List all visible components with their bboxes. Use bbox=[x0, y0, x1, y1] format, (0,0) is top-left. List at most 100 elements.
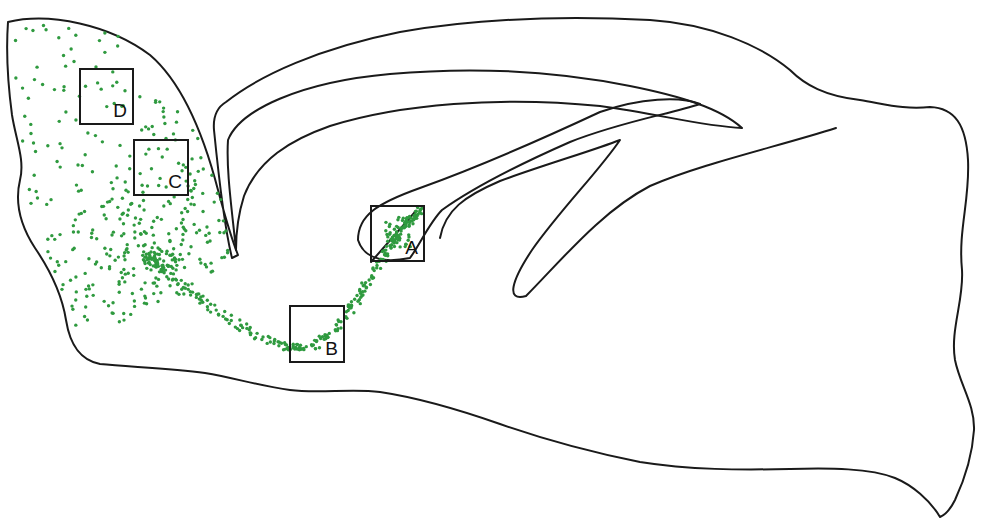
cell-dot bbox=[358, 298, 361, 301]
cell-dot bbox=[86, 131, 89, 134]
cell-dot bbox=[183, 266, 186, 269]
cell-dot bbox=[155, 259, 158, 262]
cell-dot bbox=[206, 308, 209, 311]
lateral-ventricle bbox=[358, 99, 700, 260]
cell-dot bbox=[217, 313, 220, 316]
cell-dot bbox=[83, 272, 86, 275]
cell-dot bbox=[157, 278, 160, 281]
cell-dot bbox=[396, 234, 399, 237]
cell-dot bbox=[72, 224, 75, 227]
cell-dot bbox=[155, 284, 158, 287]
cell-dot bbox=[189, 202, 192, 205]
cell-dot bbox=[75, 183, 78, 186]
cell-dot bbox=[173, 256, 176, 259]
cell-dot bbox=[355, 294, 358, 297]
cell-dot bbox=[204, 234, 207, 237]
cell-dot bbox=[404, 221, 407, 224]
cell-dot bbox=[177, 293, 180, 296]
cell-dot bbox=[132, 223, 135, 226]
cell-dot bbox=[74, 275, 77, 278]
cell-dot bbox=[87, 257, 90, 260]
cell-dot bbox=[195, 293, 198, 296]
cell-dot bbox=[104, 217, 107, 220]
cell-dot bbox=[46, 144, 49, 147]
cell-dot bbox=[195, 231, 198, 234]
cell-dot bbox=[318, 335, 321, 338]
cell-dot bbox=[58, 120, 61, 123]
cell-dot bbox=[391, 236, 394, 239]
cell-dot bbox=[121, 196, 124, 199]
cell-dot bbox=[74, 34, 77, 37]
cell-dot bbox=[96, 81, 99, 84]
region-box: C bbox=[133, 139, 189, 196]
cell-dot bbox=[60, 146, 63, 149]
cell-dot bbox=[139, 218, 142, 221]
cell-dot bbox=[199, 156, 202, 159]
cell-dot bbox=[181, 238, 184, 241]
cell-dot bbox=[88, 287, 91, 290]
cell-dot bbox=[162, 106, 165, 109]
cell-dot bbox=[110, 181, 113, 184]
cell-dot bbox=[174, 268, 177, 271]
cell-dot bbox=[312, 343, 315, 346]
cell-dot bbox=[117, 283, 120, 286]
cell-dot bbox=[85, 295, 88, 298]
cell-dot bbox=[21, 139, 24, 142]
cell-dot bbox=[90, 232, 93, 235]
cell-dot bbox=[144, 152, 147, 155]
cell-dot bbox=[120, 271, 123, 274]
cell-dot bbox=[189, 245, 192, 248]
cell-dot bbox=[174, 257, 177, 260]
cell-dot bbox=[171, 278, 174, 281]
cell-dot bbox=[110, 311, 113, 314]
cell-dot bbox=[265, 342, 268, 345]
cell-dot bbox=[167, 200, 170, 203]
cell-dot bbox=[147, 127, 150, 130]
cell-dot bbox=[122, 222, 125, 225]
cell-dot bbox=[64, 64, 67, 67]
cell-dot bbox=[148, 256, 151, 259]
cell-dot bbox=[179, 253, 182, 256]
cell-dot bbox=[207, 232, 210, 235]
cell-dot bbox=[222, 219, 225, 222]
cell-dot bbox=[359, 292, 362, 295]
cell-dot bbox=[350, 300, 353, 303]
cell-dot bbox=[202, 167, 205, 170]
cell-dot bbox=[217, 313, 220, 316]
cell-dot bbox=[334, 323, 337, 326]
cell-dot bbox=[103, 31, 106, 34]
cell-dot bbox=[90, 236, 93, 239]
region-box: A bbox=[370, 205, 425, 262]
cell-dot bbox=[29, 132, 32, 135]
cell-dot bbox=[142, 250, 145, 253]
cell-dot bbox=[143, 281, 146, 284]
cell-dot bbox=[140, 128, 143, 131]
cell-dot bbox=[151, 281, 154, 284]
cell-dot bbox=[176, 110, 179, 113]
cell-dot bbox=[352, 311, 355, 314]
cell-dot bbox=[67, 27, 70, 30]
cell-dot bbox=[150, 167, 153, 170]
cell-dot bbox=[273, 339, 276, 342]
cell-dot bbox=[205, 225, 208, 228]
cell-dot bbox=[152, 233, 155, 236]
cell-dot bbox=[111, 84, 114, 87]
cell-dot bbox=[158, 100, 161, 103]
cell-dot bbox=[313, 339, 316, 342]
cell-dot bbox=[384, 229, 387, 232]
cell-dot bbox=[201, 210, 204, 213]
region-letter: B bbox=[325, 339, 338, 359]
cell-dot bbox=[359, 302, 362, 305]
cell-dot bbox=[156, 300, 159, 303]
cell-dot bbox=[105, 105, 108, 108]
cell-dot bbox=[418, 211, 421, 214]
cell-dot bbox=[314, 347, 317, 350]
cell-dot bbox=[218, 231, 221, 234]
cell-dot bbox=[157, 265, 160, 268]
cell-dot bbox=[113, 259, 116, 262]
cell-dot bbox=[172, 247, 175, 250]
cell-dot bbox=[115, 176, 118, 179]
cell-dot bbox=[419, 207, 422, 210]
cell-dot bbox=[98, 39, 101, 42]
cell-dot bbox=[407, 225, 410, 228]
